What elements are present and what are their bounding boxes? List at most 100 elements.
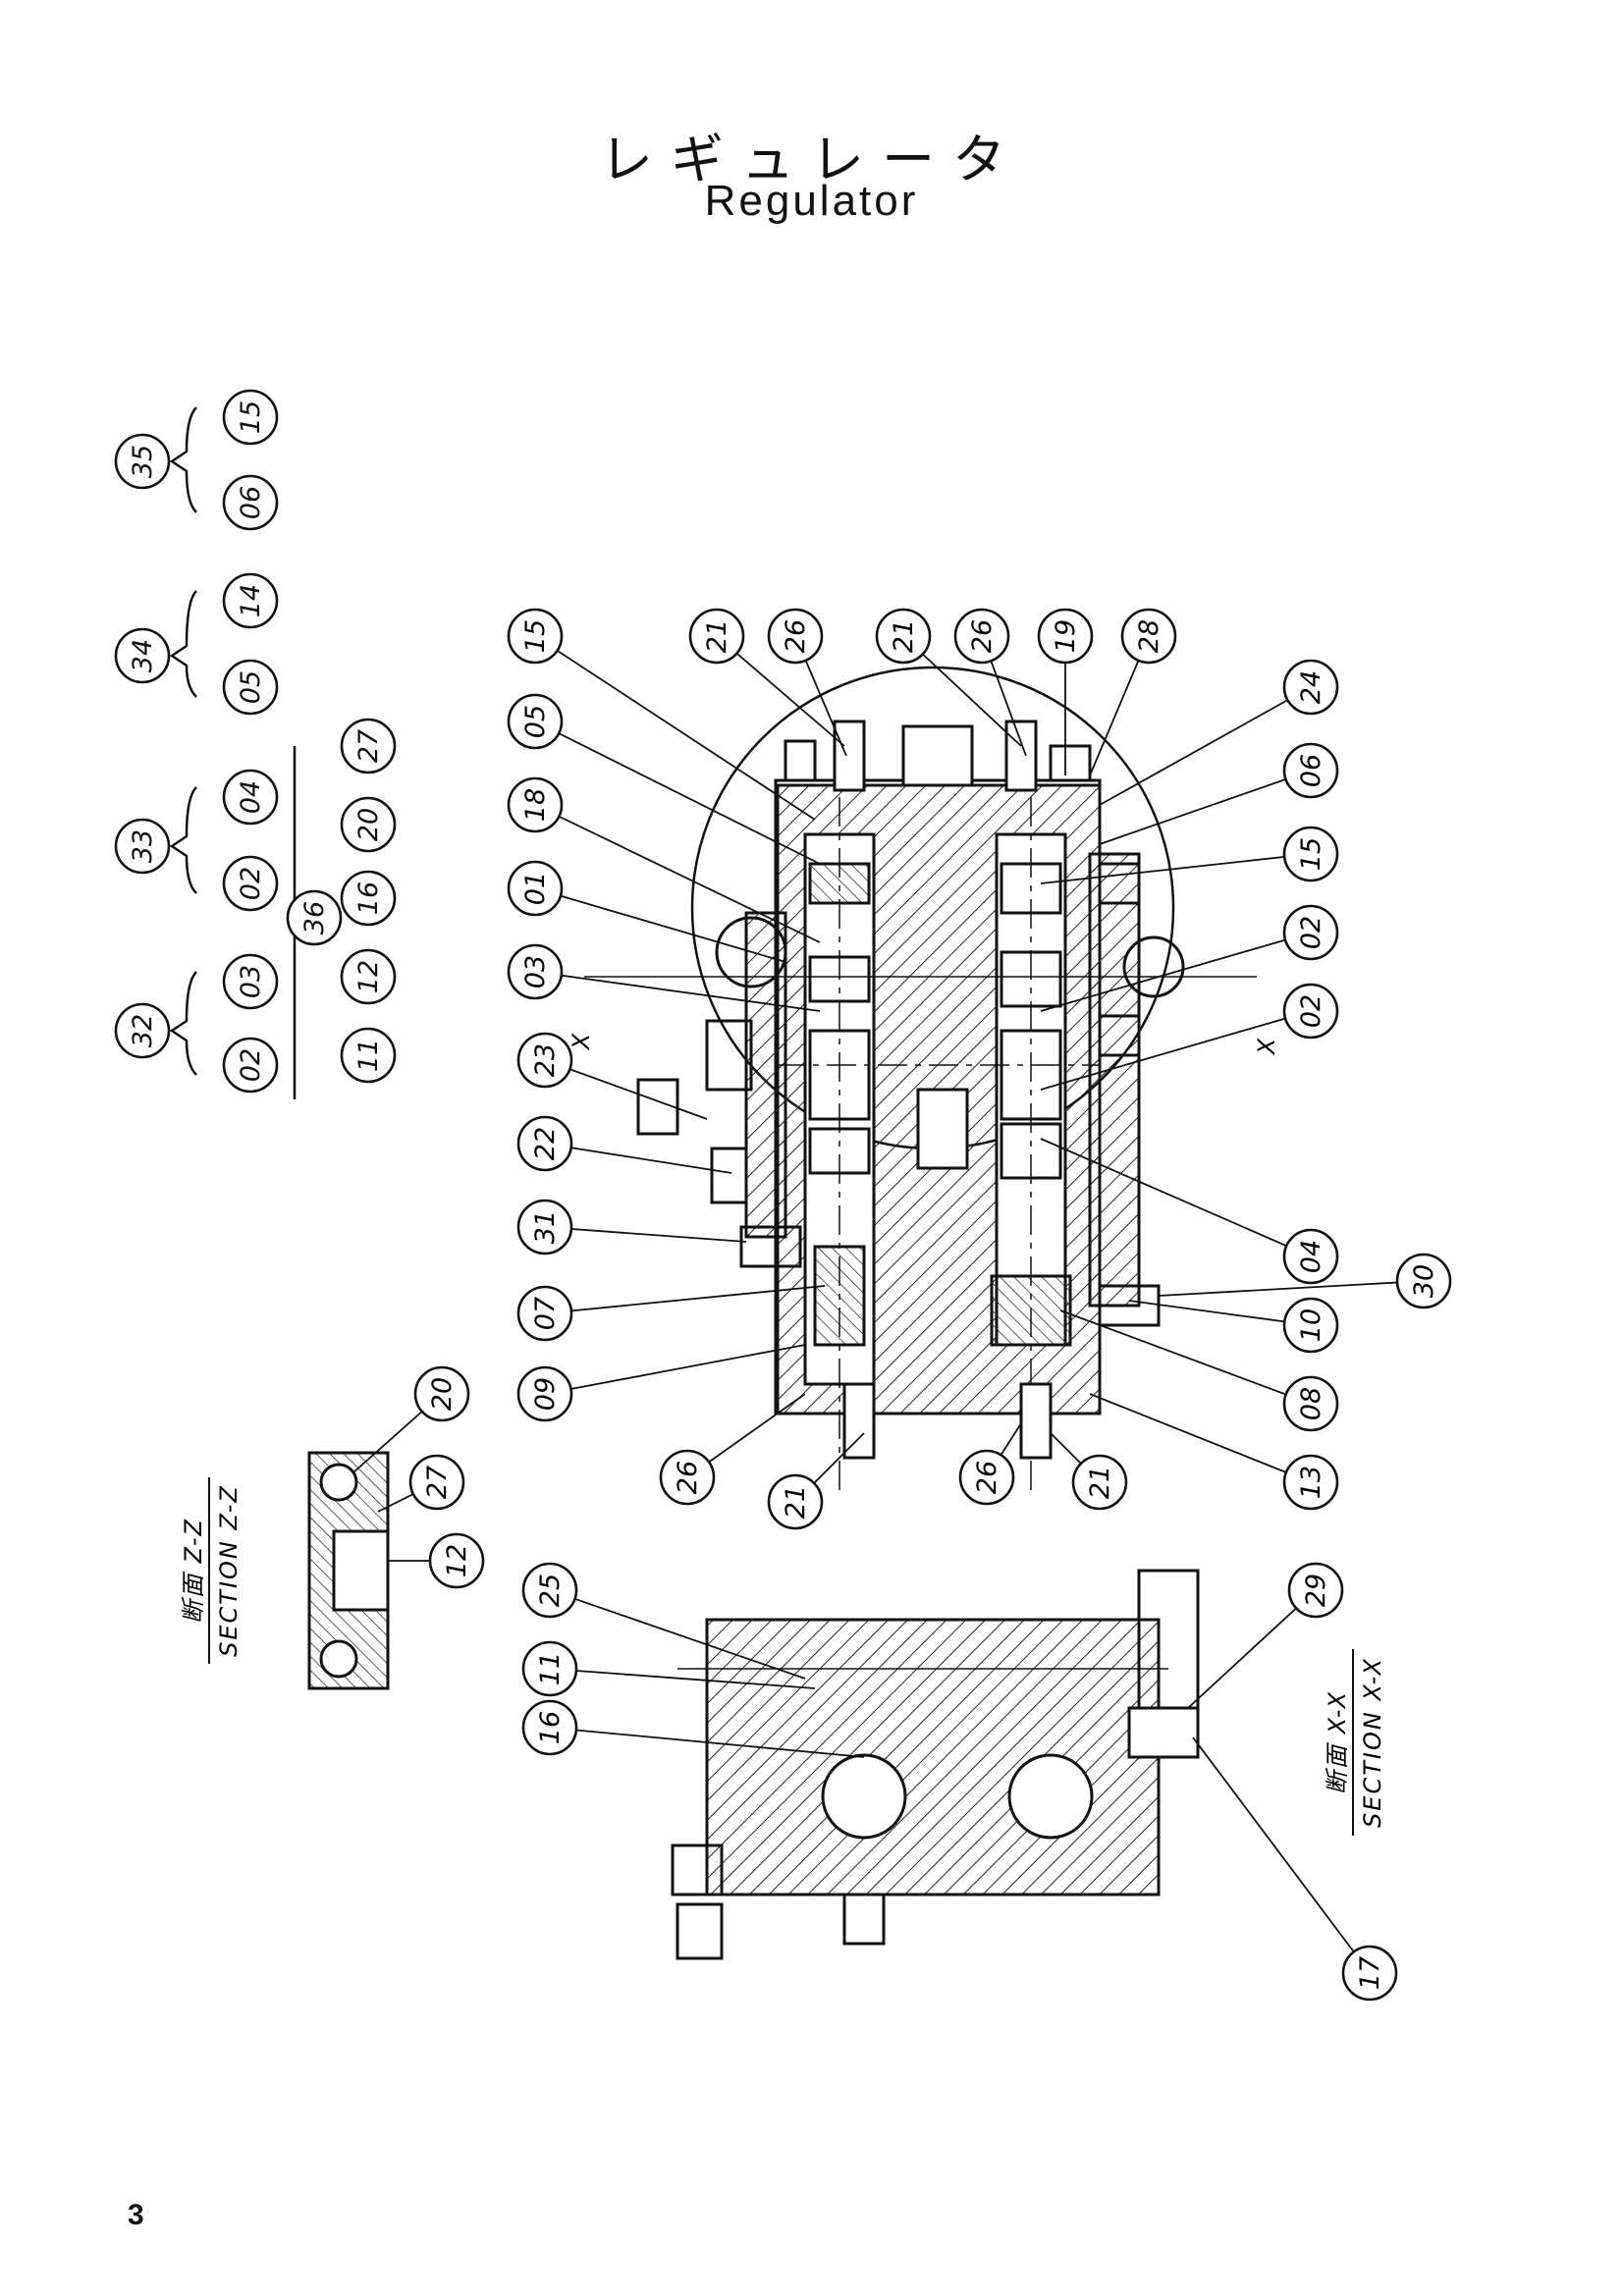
- callout-circle: [408, 1454, 465, 1511]
- part-circle: [222, 855, 279, 912]
- title-english: Regulator: [704, 177, 919, 225]
- callout-circle: [767, 1473, 824, 1530]
- callout-circle: [507, 608, 564, 665]
- part-label: 14: [236, 584, 266, 617]
- callout-label: 15: [1296, 837, 1326, 871]
- callout-label: 11: [535, 1652, 566, 1685]
- callout-label: 26: [781, 619, 811, 653]
- leader-line: [544, 1285, 826, 1314]
- callout-circle: [516, 1285, 573, 1342]
- callout-circle: [958, 1449, 1015, 1506]
- callout-label: 03: [520, 955, 551, 988]
- callout-circle: [507, 776, 564, 833]
- callout-circle: [1282, 1297, 1339, 1354]
- callout-10: 10: [1128, 1297, 1339, 1354]
- part-label: 06: [236, 486, 266, 519]
- callout-label: 17: [1355, 1956, 1385, 1990]
- leader-line: [534, 721, 821, 865]
- part-circle: [340, 870, 397, 927]
- callout-label: 10: [1296, 1308, 1326, 1342]
- callout-label: 22: [530, 1127, 561, 1160]
- callout-circle: [507, 860, 564, 917]
- leader-line: [534, 635, 816, 821]
- leader-line: [534, 804, 821, 943]
- leader-line: [534, 971, 821, 1012]
- leader-line: [1128, 1300, 1312, 1326]
- section-en: SECTION Z-Z: [215, 1484, 243, 1657]
- callout-22: 22: [516, 1115, 732, 1174]
- callout-17: 17: [1192, 1736, 1398, 2002]
- group-label: 33: [128, 829, 158, 863]
- callout-circle: [516, 1115, 573, 1172]
- group-label: 34: [128, 639, 158, 672]
- part-label: 15: [236, 400, 266, 434]
- callout-label: 27: [422, 1466, 453, 1499]
- part-label: 16: [353, 881, 384, 915]
- callout-07: 07: [516, 1285, 826, 1342]
- callout-circle: [507, 943, 564, 1000]
- part-circle: [222, 572, 279, 629]
- callout-label: 07: [530, 1297, 561, 1330]
- part-label: 04: [236, 780, 266, 814]
- callout-circle: [428, 1532, 485, 1589]
- callout-label: 28: [1134, 619, 1164, 653]
- callout-05: 05: [507, 693, 821, 865]
- callout-label: 25: [535, 1574, 566, 1607]
- callout-label: 29: [1301, 1574, 1331, 1607]
- callout-circle: [1282, 1454, 1339, 1511]
- leader-line: [544, 1143, 732, 1174]
- callout-21: 21: [875, 608, 1022, 747]
- callout-label: 01: [520, 872, 551, 905]
- callout-23: 23: [516, 1032, 708, 1120]
- callout-02: 02: [1040, 904, 1339, 1012]
- callout-20: 20: [352, 1365, 470, 1473]
- callout-29: 29: [1187, 1562, 1344, 1709]
- callout-27: 27: [377, 1454, 465, 1513]
- callout-26: 26: [767, 608, 847, 757]
- part-label: 02: [236, 867, 266, 900]
- leader-line: [716, 635, 845, 747]
- callout-label: 24: [1296, 670, 1326, 704]
- part-circle: [222, 953, 279, 1010]
- callout-21: 21: [1050, 1432, 1128, 1511]
- callout-label: 06: [1296, 754, 1326, 787]
- part-label: 27: [353, 729, 384, 763]
- part-circle: [222, 389, 279, 446]
- leader-line: [1089, 1393, 1312, 1483]
- callout-label: 21: [702, 619, 732, 653]
- callout-label: 21: [781, 1485, 811, 1519]
- callout-label: 16: [535, 1711, 566, 1744]
- part-circle: [222, 659, 279, 716]
- callout-circle: [659, 1449, 716, 1506]
- group-circle: [114, 1002, 171, 1059]
- callout-12: 12: [388, 1532, 485, 1589]
- part-circle: [340, 718, 397, 774]
- callout-24: 24: [1099, 659, 1339, 806]
- callout-circle: [521, 1699, 578, 1756]
- callout-circle: [1282, 826, 1339, 882]
- callout-circle: [1282, 1228, 1339, 1285]
- part-label: 03: [236, 965, 266, 998]
- callout-16: 16: [521, 1699, 865, 1758]
- part-circle: [340, 1027, 397, 1084]
- brace: [169, 406, 197, 513]
- callout-circle: [521, 1640, 578, 1697]
- leader-line: [1192, 1736, 1371, 1974]
- callout-01: 01: [507, 860, 786, 963]
- brace: [169, 971, 197, 1076]
- callout-circle: [1282, 742, 1339, 799]
- callout-18: 18: [507, 776, 821, 943]
- callout-label: 09: [530, 1377, 561, 1411]
- leader-line: [1099, 770, 1312, 845]
- section-mark: X: [1253, 1037, 1280, 1056]
- callout-circle: [688, 608, 745, 665]
- part-label: 12: [353, 960, 384, 993]
- leader-line: [1040, 853, 1312, 884]
- group-circle: [114, 627, 171, 684]
- callout-label: 19: [1051, 619, 1081, 653]
